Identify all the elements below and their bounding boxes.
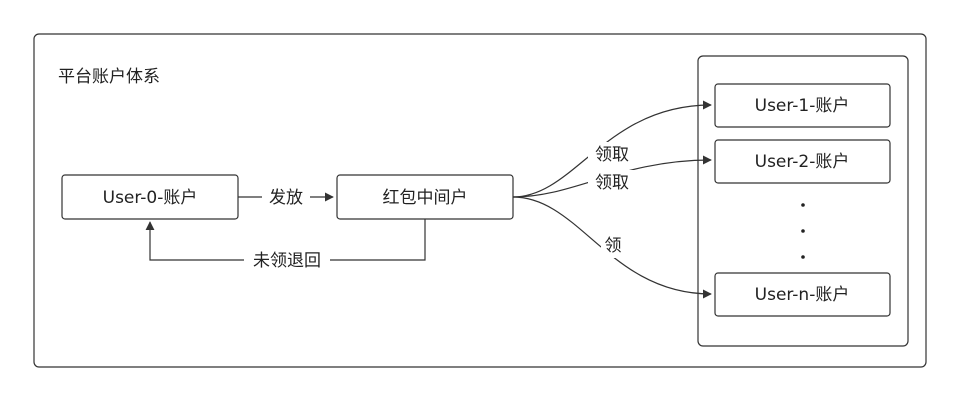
node-usern-box (714, 272, 891, 317)
issue-label: 发放 (269, 188, 303, 208)
platform-title: 平台账户体系 (58, 67, 160, 87)
node-user0-label: User-0-账户 (103, 188, 198, 208)
claim2-label-bg (588, 170, 636, 192)
ellipsis-dot (801, 255, 805, 259)
claim1-label: 领取 (595, 145, 629, 165)
node-hongbao-label: 红包中间户 (383, 188, 468, 208)
user-container (697, 55, 909, 347)
platform-frame (33, 33, 927, 368)
ellipsis-dot (801, 229, 805, 233)
node-user0-box (61, 174, 239, 220)
return-label-bg (244, 247, 330, 273)
node-user1-label: User-1-账户 (755, 96, 850, 116)
node-usern-label: User-n-账户 (755, 285, 850, 305)
ellipsis-dot (801, 203, 805, 207)
claimn-label-bg (601, 232, 625, 258)
claim1-label-bg (588, 142, 636, 164)
claimn-label: 领 (605, 236, 622, 256)
ellipsis-dots (801, 203, 805, 259)
node-user2-label: User-2-账户 (755, 152, 850, 172)
node-hongbao-box (336, 174, 514, 220)
node-user1-box (714, 83, 891, 128)
node-user2-box (714, 139, 891, 184)
return-label: 未领退回 (253, 251, 321, 271)
claim2-label: 领取 (595, 173, 629, 193)
issue-label-bg (262, 184, 310, 210)
claimn-arrow (512, 196, 712, 299)
